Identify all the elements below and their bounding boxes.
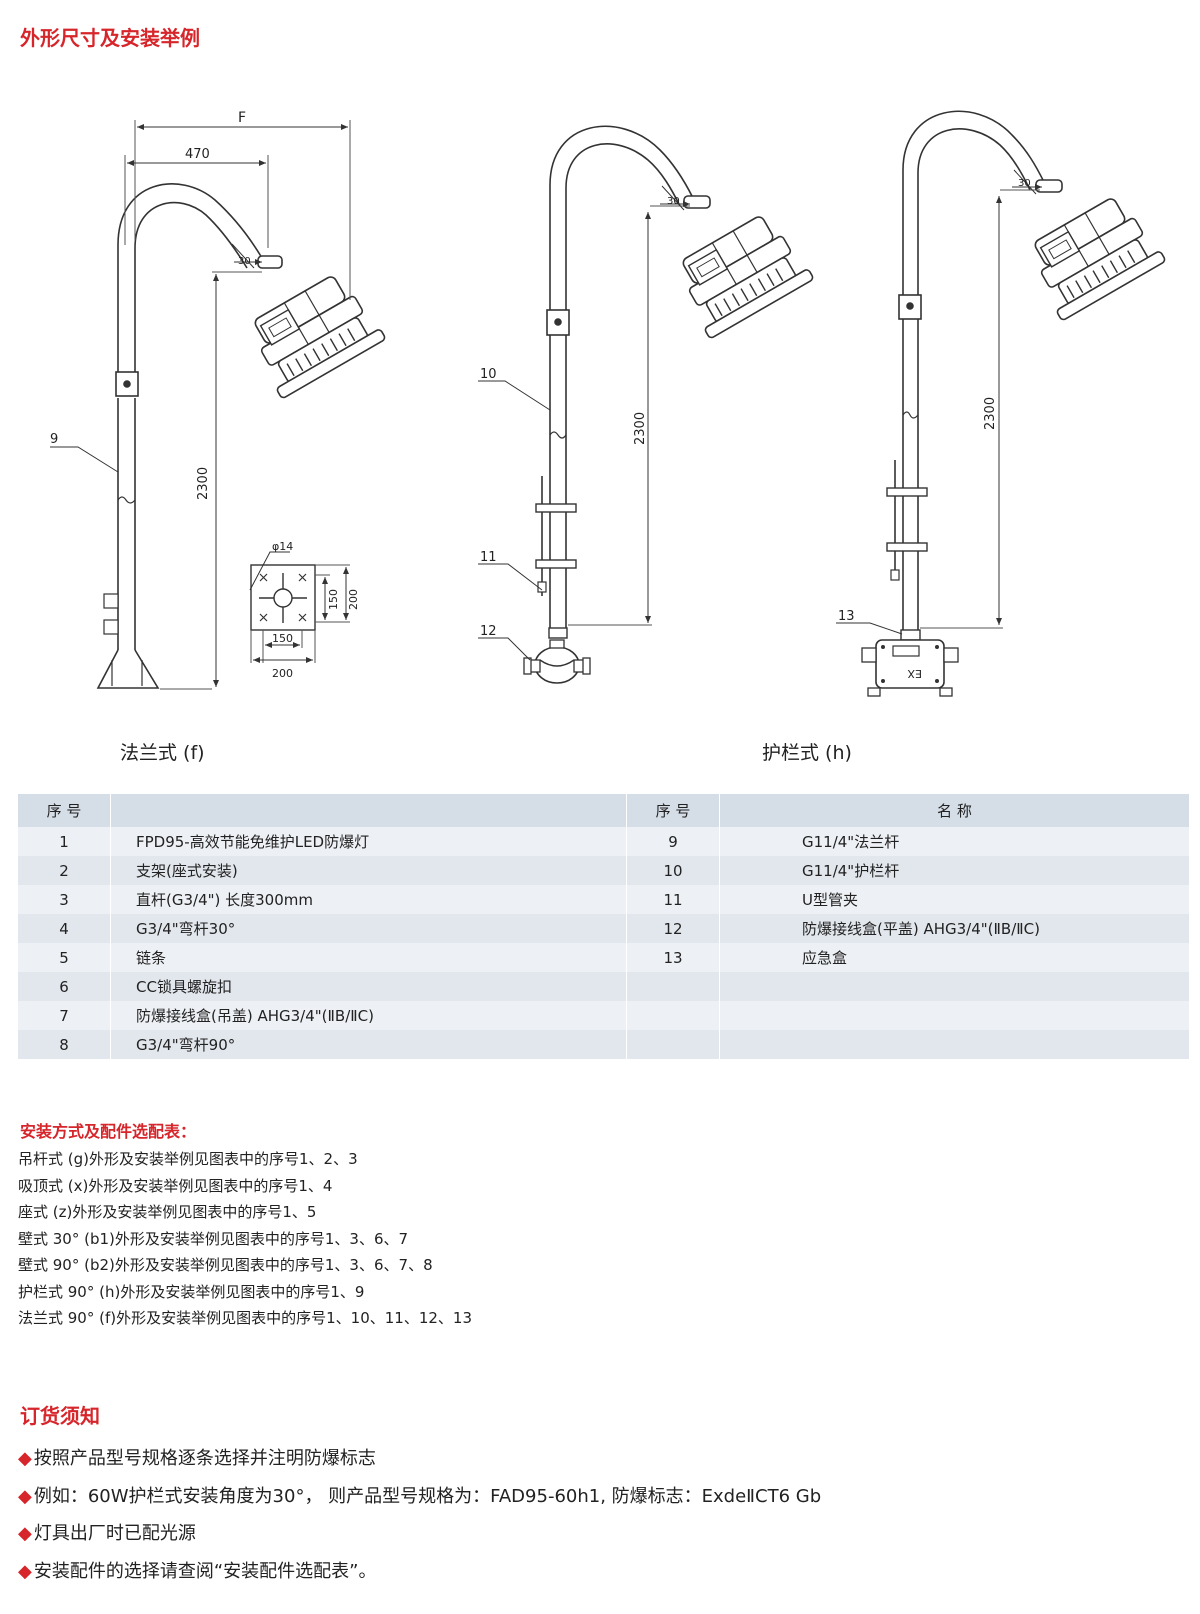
dim-150-bottom-label: 150 (272, 632, 293, 645)
diamond-bullet-icon: ◆ (18, 1448, 32, 1469)
accessory-line: 壁式 90° (b2)外形及安装举例见图表中的序号1、3、6、7、8 (18, 1256, 433, 1274)
order-note: ◆按照产品型号规格逐条选择并注明防爆标志 (18, 1440, 821, 1478)
emergency-box-ex-mark: EX (907, 667, 922, 680)
cell-name: G3/4"弯杆30° (110, 914, 627, 943)
order-note: ◆例如：60W护栏式安装角度为30°， 则产品型号规格为：FAD95-60h1,… (18, 1478, 821, 1516)
cell-no: 3 (18, 885, 111, 914)
drawing-flange-type (50, 120, 387, 690)
order-note: ◆安装配件的选择请查阅“安装配件选配表”。 (18, 1553, 821, 1591)
callout-10: 10 (480, 367, 497, 382)
cell-name: FPD95-高效节能免维护LED防爆灯 (110, 827, 627, 856)
header-no-2: 序 号 (626, 794, 720, 827)
cell-no-2: 12 (626, 914, 720, 943)
section-title-accessories: 安装方式及配件选配表： (20, 1122, 197, 1141)
callout-11: 11 (480, 550, 497, 565)
cell-name: 支架(座式安装) (110, 856, 627, 885)
dim-30-label-3: 30 (1018, 178, 1031, 189)
cell-name-2: 防爆接线盒(平盖) AHG3/4"(ⅡB/ⅡC) (719, 914, 1190, 943)
cell-no: 6 (18, 972, 111, 1001)
drawing-guardrail-junction-labels: 30 2300 10 11 12 (480, 196, 680, 639)
callout-12: 12 (480, 624, 497, 639)
accessory-line: 法兰式 90° (f)外形及安装举例见图表中的序号1、10、11、12、13 (18, 1309, 473, 1327)
dim-F-label: F (238, 110, 246, 126)
cell-no-2: 13 (626, 943, 720, 972)
cell-name: CC锁具螺旋扣 (110, 972, 627, 1001)
header-no: 序 号 (18, 794, 111, 827)
cell-name-2 (719, 972, 1190, 1001)
cell-no: 4 (18, 914, 111, 943)
cell-no-2 (626, 1001, 720, 1030)
order-note-text: 按照产品型号规格逐条选择并注明防爆标志 (33, 1448, 376, 1469)
order-notes-list: ◆按照产品型号规格逐条选择并注明防爆标志 ◆例如：60W护栏式安装角度为30°，… (18, 1440, 821, 1590)
order-note: ◆灯具出厂时已配光源 (18, 1515, 821, 1553)
cell-no-2 (626, 1030, 720, 1059)
dim-2300-label: 2300 (196, 467, 211, 500)
drawing-guardrail-emergency (836, 110, 1167, 697)
accessory-line: 吊杆式 (g)外形及安装举例见图表中的序号1、2、3 (18, 1150, 358, 1168)
dim-30-label-2: 30 (667, 196, 680, 207)
dim-2300-label-2: 2300 (633, 412, 648, 445)
cell-name-2: G11/4"护栏杆 (719, 856, 1190, 885)
cell-name-2 (719, 1001, 1190, 1030)
dim-150-label: 150 (327, 589, 340, 610)
cell-no-2: 11 (626, 885, 720, 914)
cell-name: 直杆(G3/4") 长度300mm (110, 885, 627, 914)
order-note-text: 例如：60W护栏式安装角度为30°， 则产品型号规格为：FAD95-60h1, … (33, 1485, 822, 1507)
accessory-list: 吊杆式 (g)外形及安装举例见图表中的序号1、2、3 吸顶式 (x)外形及安装举… (18, 1146, 472, 1332)
cell-no-2 (626, 972, 720, 1001)
dim-2300-label-3: 2300 (983, 397, 998, 430)
cell-no: 5 (18, 943, 111, 972)
accessory-line: 吸顶式 (x)外形及安装举例见图表中的序号1、4 (18, 1176, 333, 1195)
callout-9: 9 (50, 432, 58, 447)
order-note-text: 安装配件的选择请查阅“安装配件选配表”。 (33, 1560, 377, 1582)
header-name-left (110, 794, 627, 827)
cell-no: 1 (18, 827, 111, 856)
dim-470-label: 470 (185, 147, 210, 162)
section-title-dimensions: 外形尺寸及安装举例 (20, 26, 200, 50)
diamond-bullet-icon: ◆ (18, 1523, 32, 1544)
cell-name-2 (719, 1030, 1190, 1059)
cell-no: 8 (18, 1030, 111, 1059)
caption-flange-type: 法兰式 (f) (120, 742, 205, 764)
dim-200-label: 200 (347, 589, 360, 610)
diamond-bullet-icon: ◆ (18, 1560, 32, 1582)
dim-30-label: 30 (238, 256, 251, 267)
cell-name: G3/4"弯杆90° (110, 1030, 627, 1059)
cell-no: 7 (18, 1001, 111, 1030)
cell-name: 防爆接线盒(吊盖) AHG3/4"(ⅡB/ⅡC) (110, 1001, 627, 1030)
parts-table-header: 序 号 序 号 名 称 (18, 794, 1190, 827)
caption-guardrail-type: 护栏式 (h) (762, 742, 852, 764)
accessory-line: 壁式 30° (b1)外形及安装举例见图表中的序号1、3、6、7 (18, 1229, 409, 1248)
accessory-line: 座式 (z)外形及安装举例见图表中的序号1、5 (18, 1203, 317, 1221)
cell-no: 2 (18, 856, 111, 885)
dim-phi14-label: φ14 (272, 540, 293, 553)
order-note-text: 灯具出厂时已配光源 (33, 1523, 196, 1544)
cell-no-2: 9 (626, 827, 720, 856)
dim-200-bottom-label: 200 (272, 667, 293, 680)
technical-drawings: F 470 30 2300 9 φ14 150 200 150 200 (50, 110, 1167, 697)
callout-13: 13 (838, 609, 855, 624)
drawing-guardrail-junction (478, 125, 815, 684)
cell-name: 链条 (110, 943, 627, 972)
diamond-bullet-icon: ◆ (18, 1485, 32, 1507)
accessory-line: 护栏式 90° (h)外形及安装举例见图表中的序号1、9 (18, 1282, 365, 1301)
drawing-guardrail-emergency-labels: 30 2300 13 EX (838, 178, 1031, 680)
header-name-2: 名 称 (719, 794, 1190, 827)
cell-name-2: U型管夹 (719, 885, 1190, 914)
cell-no-2: 10 (626, 856, 720, 885)
cell-name-2: 应急盒 (719, 943, 1190, 972)
drawing-flange-labels: F 470 30 2300 9 φ14 150 200 150 200 (50, 110, 360, 680)
cell-name-2: G11/4"法兰杆 (719, 827, 1190, 856)
section-title-order-notes: 订货须知 (20, 1404, 100, 1428)
